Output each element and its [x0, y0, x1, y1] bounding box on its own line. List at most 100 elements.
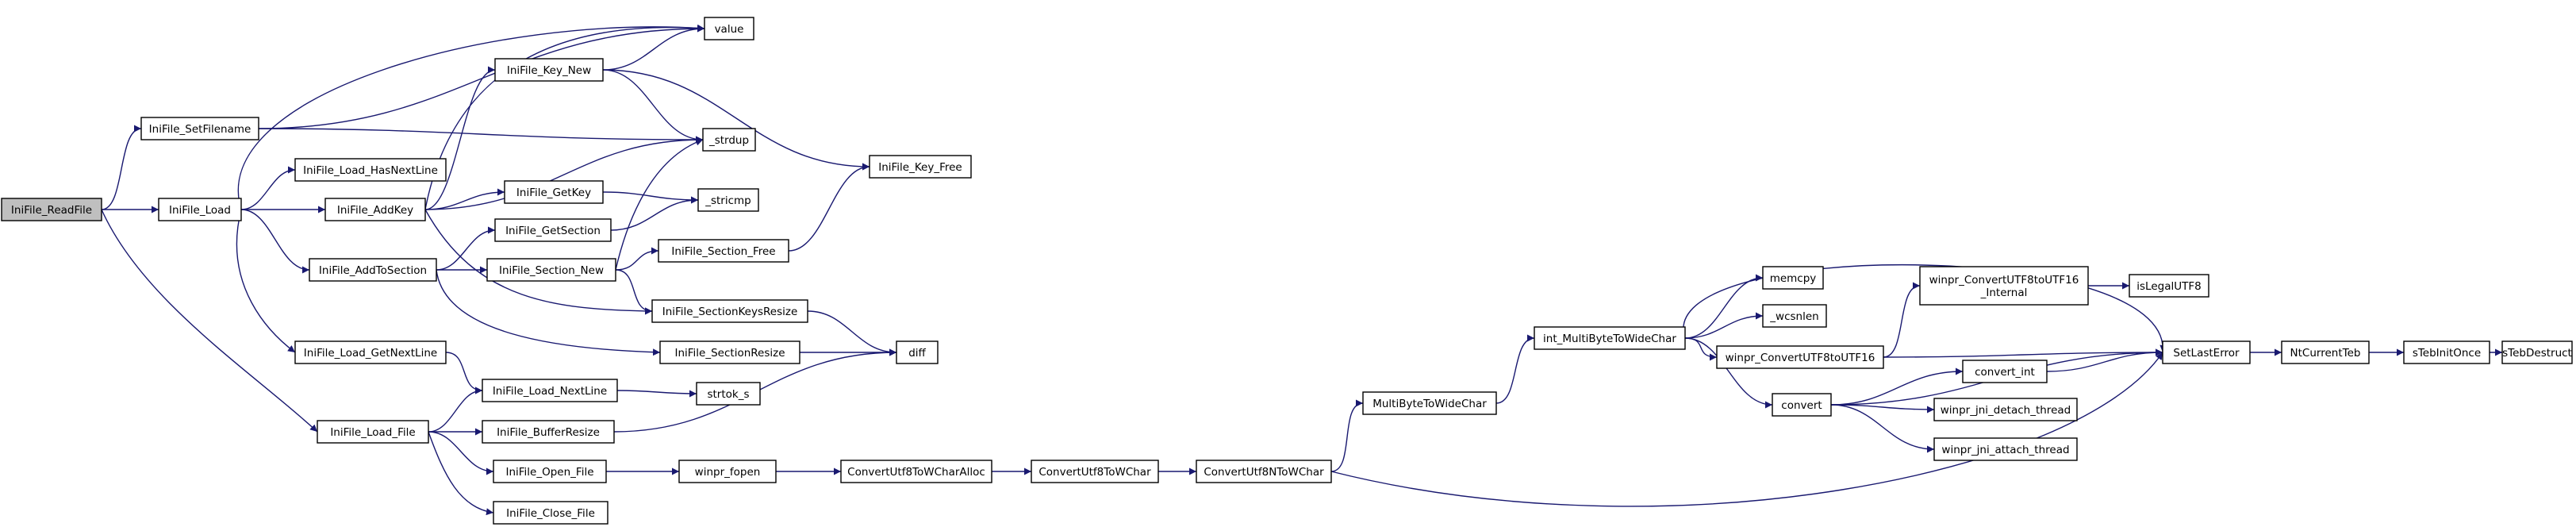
node-alloc[interactable]: ConvertUtf8ToWCharAlloc	[840, 460, 992, 483]
node-label: _stricmp	[704, 194, 751, 207]
node-box	[702, 128, 756, 152]
node-box	[493, 460, 607, 483]
node-convertint[interactable]: convert_int	[1962, 360, 2048, 383]
node-label: IniFile_GetSection	[505, 225, 601, 237]
node-label: strtok_s	[707, 388, 749, 401]
node-box	[1, 198, 102, 221]
node-addtosection[interactable]: IniFile_AddToSection	[309, 258, 437, 282]
node-label: IniFile_Open_File	[505, 466, 593, 479]
node-mb2wc[interactable]: MultiByteToWideChar	[1362, 391, 1497, 415]
node-box	[1196, 460, 1332, 483]
node-box	[2281, 340, 2370, 364]
edge-utf8to16-to-internal	[1883, 282, 1921, 358]
node-label: winpr_ConvertUTF8toUTF16	[1726, 352, 1875, 364]
edge-getnextline-to-nextline	[445, 352, 483, 394]
node-box	[1919, 266, 2089, 306]
edge-intmb2wc-to-wcsnlen	[1684, 312, 1764, 339]
node-diff[interactable]: diff	[896, 340, 939, 364]
node-convert[interactable]: convert	[1772, 393, 1832, 417]
node-getnextline[interactable]: IniFile_Load_GetNextLine	[294, 340, 447, 364]
edge-getkey-to-stricmp	[602, 191, 699, 204]
edge-convertint-to-setlasterror	[2046, 348, 2163, 372]
node-keyfree[interactable]: IniFile_Key_Free	[869, 155, 972, 179]
edge-loadfile-to-closefile	[428, 431, 494, 516]
node-box	[1772, 393, 1832, 417]
node-load[interactable]: IniFile_Load	[158, 198, 242, 221]
node-intmb2wc[interactable]: int_MultiByteToWideChar	[1534, 326, 1686, 350]
node-label: IniFile_GetKey	[516, 187, 591, 199]
node-label: sTebInitOnce	[2413, 347, 2481, 360]
node-box	[482, 420, 615, 444]
edge-addkey-to-sectionkeysresize	[424, 209, 653, 315]
node-setlasterror[interactable]: SetLastError	[2162, 340, 2251, 364]
edge-addkey-to-getkey	[424, 188, 505, 210]
node-label: SetLastError	[2173, 347, 2240, 360]
edge-sectionnew-to-sectionkeysresize	[615, 269, 653, 315]
node-fopen[interactable]: winpr_fopen	[678, 460, 777, 483]
node-keynew[interactable]: IniFile_Key_New	[494, 58, 604, 82]
node-label: sTebDestruct	[2502, 347, 2572, 360]
node-hasnextline[interactable]: IniFile_Load_HasNextLine	[294, 158, 447, 182]
node-openfile[interactable]: IniFile_Open_File	[493, 460, 607, 483]
node-box	[1031, 460, 1159, 483]
node-internal[interactable]: winpr_ConvertUTF8toUTF16_Internal	[1919, 266, 2089, 306]
node-label: ConvertUtf8NToWChar	[1204, 466, 1324, 479]
node-sectionnew[interactable]: IniFile_Section_New	[486, 258, 616, 282]
edge-keynew-to-strdup	[602, 69, 704, 144]
node-label: IniFile_Section_New	[499, 264, 604, 277]
edge-nextline-to-strtok	[616, 390, 697, 398]
node-box	[2501, 340, 2573, 364]
node-box	[486, 258, 616, 282]
node-label: IniFile_Load	[169, 204, 231, 217]
node-box	[294, 340, 447, 364]
node-NtoWChar[interactable]: ConvertUtf8NToWChar	[1196, 460, 1332, 483]
node-ntteb[interactable]: NtCurrentTeb	[2281, 340, 2370, 364]
node-nextline[interactable]: IniFile_Load_NextLine	[482, 379, 618, 402]
node-label: isLegalUTF8	[2136, 280, 2201, 293]
node-getkey[interactable]: IniFile_GetKey	[504, 180, 604, 204]
node-getsection[interactable]: IniFile_GetSection	[494, 218, 612, 242]
node-legal[interactable]: isLegalUTF8	[2129, 274, 2209, 298]
node-box	[140, 117, 259, 140]
node-detach[interactable]: winpr_jni_detach_thread	[1933, 398, 2078, 421]
node-label: IniFile_SectionResize	[674, 347, 785, 360]
node-box	[324, 198, 426, 221]
node-toWChar[interactable]: ConvertUtf8ToWChar	[1031, 460, 1159, 483]
node-box	[482, 379, 618, 402]
node-attach[interactable]: winpr_jni_attach_thread	[1933, 437, 2078, 461]
node-value[interactable]: value	[704, 17, 754, 40]
node-stricmp[interactable]: _stricmp	[697, 188, 759, 212]
node-sectionfree[interactable]: IniFile_Section_Free	[658, 239, 789, 263]
node-addkey[interactable]: IniFile_AddKey	[324, 198, 426, 221]
node-box	[659, 340, 800, 364]
node-setfilename[interactable]: IniFile_SetFilename	[140, 117, 259, 140]
node-wcsnlen[interactable]: _wcsnlen	[1762, 304, 1827, 328]
node-sectionresize[interactable]: IniFile_SectionResize	[659, 340, 800, 364]
node-label: IniFile_Key_New	[507, 64, 591, 77]
node-box	[1933, 398, 2078, 421]
node-loadfile[interactable]: IniFile_Load_File	[317, 420, 429, 444]
node-label: value	[715, 23, 744, 36]
node-strdup[interactable]: _strdup	[702, 128, 756, 152]
node-box	[1933, 437, 2078, 461]
node-tebdestruct[interactable]: sTebDestruct	[2501, 340, 2573, 364]
node-label: IniFile_Load_File	[330, 426, 415, 439]
node-label: MultiByteToWideChar	[1372, 398, 1487, 410]
node-box	[1762, 266, 1824, 290]
node-sectionkeysresize[interactable]: IniFile_SectionKeysResize	[651, 299, 808, 323]
node-utf8to16[interactable]: winpr_ConvertUTF8toUTF16	[1716, 345, 1884, 369]
node-tebinit[interactable]: sTebInitOnce	[2403, 340, 2490, 364]
edge-readfile-to-loadfile	[101, 209, 318, 433]
node-closefile[interactable]: IniFile_Close_File	[493, 501, 608, 525]
edge-keynew-to-keyfree	[602, 69, 870, 171]
node-label: IniFile_Load_NextLine	[493, 385, 607, 398]
node-memcpy[interactable]: memcpy	[1762, 266, 1824, 290]
node-bufferresize[interactable]: IniFile_BufferResize	[482, 420, 615, 444]
node-box	[158, 198, 242, 221]
node-readfile[interactable]: IniFile_ReadFile	[1, 198, 102, 221]
edge-convert-to-convertint	[1830, 367, 1964, 406]
node-box	[309, 258, 437, 282]
edge-addkey-to-strdup	[424, 136, 704, 210]
node-strtok[interactable]: strtok_s	[696, 382, 761, 406]
